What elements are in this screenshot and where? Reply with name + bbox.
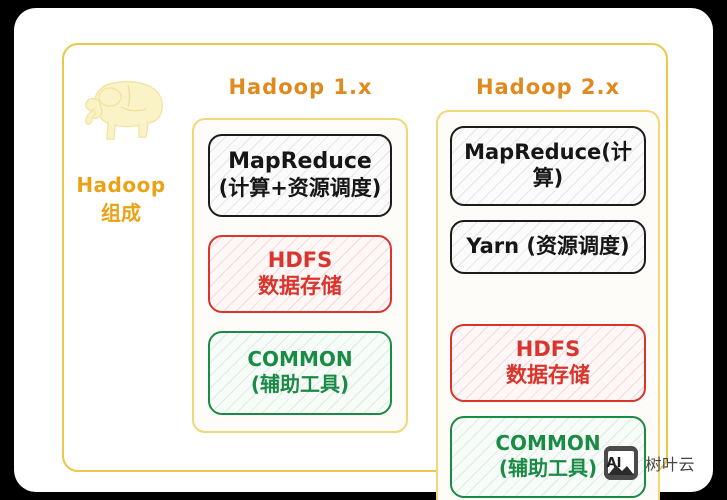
module-mapreduce-2x-line1: MapReduce(计算) bbox=[464, 140, 632, 191]
module-hdfs-2x: HDFS 数据存储 bbox=[450, 324, 646, 403]
hadoop-elephant-logo-icon bbox=[76, 67, 168, 155]
module-yarn-2x-line1: Yarn (资源调度) bbox=[466, 234, 630, 259]
column-title-hadoop-2x: Hadoop 2.x bbox=[475, 75, 621, 99]
module-common-1x: COMMON (辅助工具) bbox=[208, 331, 392, 415]
module-common-2x-line1: COMMON bbox=[495, 431, 601, 456]
module-mapreduce-2x: MapReduce(计算) bbox=[450, 126, 646, 207]
diagram-left-label-en: Hadoop bbox=[76, 173, 166, 197]
module-common-2x-line2: (辅助工具) bbox=[498, 455, 598, 480]
module-common-1x-line1: COMMON bbox=[247, 347, 353, 372]
module-hdfs-1x-line1: HDFS bbox=[267, 248, 333, 273]
diagram-left-label: Hadoop 组成 bbox=[64, 173, 178, 226]
watermark: AI 树叶云 bbox=[604, 446, 695, 480]
module-hdfs-1x-line2: 数据存储 bbox=[258, 274, 342, 299]
module-mapreduce-1x-line1: MapReduce bbox=[228, 149, 372, 174]
module-hdfs-2x-line1: HDFS bbox=[515, 337, 581, 362]
module-stack-hadoop-1x: MapReduce (计算+资源调度) HDFS 数据存储 COMMON (辅助… bbox=[192, 118, 408, 433]
module-stack-hadoop-2x: MapReduce(计算) Yarn (资源调度) HDFS 数据存储 COMM… bbox=[436, 110, 660, 500]
watermark-text: 树叶云 bbox=[645, 455, 695, 474]
ai-image-icon: AI bbox=[604, 446, 639, 480]
column-title-hadoop-1x: Hadoop 1.x bbox=[228, 75, 373, 99]
module-common-1x-line2: (辅助工具) bbox=[250, 372, 350, 397]
module-yarn-2x: Yarn (资源调度) bbox=[450, 220, 646, 275]
module-hdfs-2x-line2: 数据存储 bbox=[506, 363, 590, 388]
module-mapreduce-1x: MapReduce (计算+资源调度) bbox=[208, 134, 392, 218]
module-mapreduce-1x-line2: (计算+资源调度) bbox=[218, 176, 382, 201]
diagram-left-label-column: Hadoop 组成 bbox=[64, 45, 178, 474]
white-card: Hadoop 组成 Hadoop 1.x MapReduce (计算+资源调度)… bbox=[14, 8, 713, 500]
module-hdfs-1x: HDFS 数据存储 bbox=[208, 235, 392, 314]
column-hadoop-1x: Hadoop 1.x MapReduce (计算+资源调度) HDFS 数据存储… bbox=[178, 45, 423, 474]
diagram-left-label-cn: 组成 bbox=[101, 200, 141, 225]
hadoop-composition-diagram: Hadoop 组成 Hadoop 1.x MapReduce (计算+资源调度)… bbox=[62, 43, 670, 500]
column-hadoop-2x: Hadoop 2.x MapReduce(计算) Yarn (资源调度) HDF… bbox=[426, 45, 670, 500]
module-stack-spacer bbox=[450, 288, 646, 310]
